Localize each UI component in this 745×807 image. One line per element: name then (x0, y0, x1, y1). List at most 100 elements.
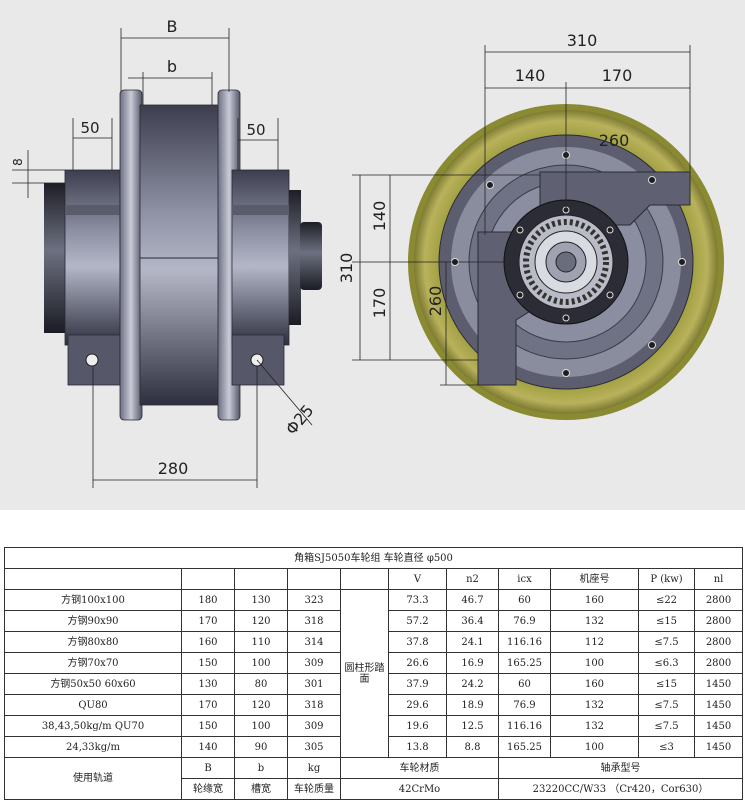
cell-rail: 方钢100x100 (4, 589, 182, 611)
cell-frame: 132 (550, 715, 639, 737)
cell-B: 160 (181, 631, 235, 653)
table-title-row: 角箱SJ5050车轮组 车轮直径 φ500 (3, 547, 744, 569)
left-bearing-housing (64, 169, 121, 346)
dim-170-top-label: 170 (602, 66, 633, 85)
cell-kg: 305 (287, 736, 341, 758)
cell-b: 100 (234, 715, 288, 737)
dim-140-side-label: 140 (370, 201, 389, 232)
left-housing-plate (65, 205, 120, 215)
table-row: 方钢50x50 60x60 130 80 301 37.9 24.2 60 16… (4, 673, 744, 695)
bolt (516, 291, 524, 299)
cell-P: ≤15 (638, 610, 695, 632)
symbol-kg: kg (287, 757, 341, 779)
cell-frame: 100 (550, 652, 639, 674)
cell-P: ≤6.3 (638, 652, 695, 674)
name-kg: 车轮质量 (287, 778, 341, 800)
footer-row-names: 轮缘宽 槽宽 车轮质量 42CrMo 23220CC/W33 （Cr420，Co… (5, 778, 744, 800)
cell-n2: 24.2 (446, 673, 499, 695)
table-title: 角箱SJ5050车轮组 车轮直径 φ500 (3, 547, 744, 569)
cell-icx: 165.25 (498, 736, 551, 758)
table-header-row: V n2 icx 机座号 P (kw) nl (4, 568, 744, 590)
dim-260-side-label: 260 (426, 286, 445, 317)
dim-170-side-label: 170 (370, 288, 389, 319)
dim-140-top-label: 140 (515, 66, 546, 85)
right-hub-cap (289, 190, 301, 325)
shaft-end (300, 222, 322, 290)
cell-n2: 18.9 (446, 694, 499, 716)
cell-B: 140 (181, 736, 235, 758)
cell-frame: 160 (550, 673, 639, 695)
symbol-B: B (181, 757, 235, 779)
cell-b: 100 (234, 652, 288, 674)
cell-frame: 160 (550, 589, 639, 611)
left-housing-hub (44, 183, 66, 333)
cell-B: 150 (181, 715, 235, 737)
cell-frame: 100 (550, 736, 639, 758)
header-nl: nl (693, 568, 744, 590)
cell-B: 130 (181, 673, 235, 695)
wheel-left-flange (119, 89, 143, 421)
cell-V: 19.6 (388, 715, 447, 737)
cell-icx: 60 (498, 589, 551, 611)
cell-B: 180 (181, 589, 235, 611)
cell-P: ≤3 (638, 736, 695, 758)
header-cell (4, 568, 182, 590)
cell-icx: 60 (498, 673, 551, 695)
dim-310-side-label: 310 (337, 253, 356, 284)
header-icx: icx (498, 568, 551, 590)
cell-kg: 309 (287, 715, 341, 737)
symbol-b: b (234, 757, 288, 779)
spec-table: 角箱SJ5050车轮组 车轮直径 φ500 V n2 icx 机座号 P (kw… (3, 547, 744, 800)
cell-icx: 76.9 (498, 610, 551, 632)
cell-icx: 116.16 (498, 715, 551, 737)
header-cell (340, 568, 389, 590)
cell-nl: 1450 (693, 736, 744, 758)
name-B: 轮缘宽 (181, 778, 235, 800)
dim-8-label: 8 (11, 158, 25, 166)
table-row: 方钢100x100 180 130 323 圆柱形踏面 73.3 46.7 60… (4, 589, 744, 758)
header-n2: n2 (446, 568, 499, 590)
header-cell (287, 568, 341, 590)
tread-label: 圆柱形踏面 (340, 589, 389, 758)
cell-P: ≤7.5 (638, 631, 695, 653)
front-view: 310 140 170 260 310 140 170 260 (337, 31, 724, 420)
bolt (606, 291, 614, 299)
table-row: 24,33kg/m 140 90 305 13.8 8.8 165.25 100… (4, 736, 744, 758)
cell-b: 110 (234, 631, 288, 653)
bolt (486, 181, 494, 189)
cell-kg: 314 (287, 631, 341, 653)
cell-icx: 116.16 (498, 631, 551, 653)
dim-310-top-label: 310 (567, 31, 598, 50)
cell-rail: 24,33kg/m (4, 736, 182, 758)
cell-V: 73.3 (388, 589, 447, 611)
cell-rail: 方钢70x70 (4, 652, 182, 674)
cell-rail: 38,43,50kg/m QU70 (4, 715, 182, 737)
cell-V: 29.6 (388, 694, 447, 716)
wheel-tread (139, 104, 223, 406)
side-view: B b 50 50 8 280 Φ25 (11, 17, 322, 488)
table-row: 38,43,50kg/m QU70 150 100 309 19.6 12.5 … (4, 715, 744, 737)
cell-frame: 112 (550, 631, 639, 653)
cell-B: 150 (181, 652, 235, 674)
cell-frame: 132 (550, 694, 639, 716)
dim-B-label: B (167, 17, 178, 36)
spec-table-container: 角箱SJ5050车轮组 车轮直径 φ500 V n2 icx 机座号 P (kw… (3, 547, 744, 800)
cell-n2: 16.9 (446, 652, 499, 674)
cell-nl: 2800 (693, 610, 744, 632)
bolt (516, 226, 524, 234)
cell-kg: 309 (287, 652, 341, 674)
cell-nl: 1450 (693, 673, 744, 695)
left-lug-hole (85, 353, 99, 367)
bolt (562, 369, 570, 377)
bolt (562, 314, 570, 322)
cell-frame: 132 (550, 610, 639, 632)
header-cell (234, 568, 288, 590)
dim-280-label: 280 (158, 459, 189, 478)
cell-P: ≤15 (638, 673, 695, 695)
cell-n2: 36.4 (446, 610, 499, 632)
dim-b-label: b (167, 57, 177, 76)
bearing-label: 轴承型号 (497, 757, 744, 779)
cell-P: ≤22 (638, 589, 695, 611)
cell-icx: 76.9 (498, 694, 551, 716)
cell-b: 80 (234, 673, 288, 695)
